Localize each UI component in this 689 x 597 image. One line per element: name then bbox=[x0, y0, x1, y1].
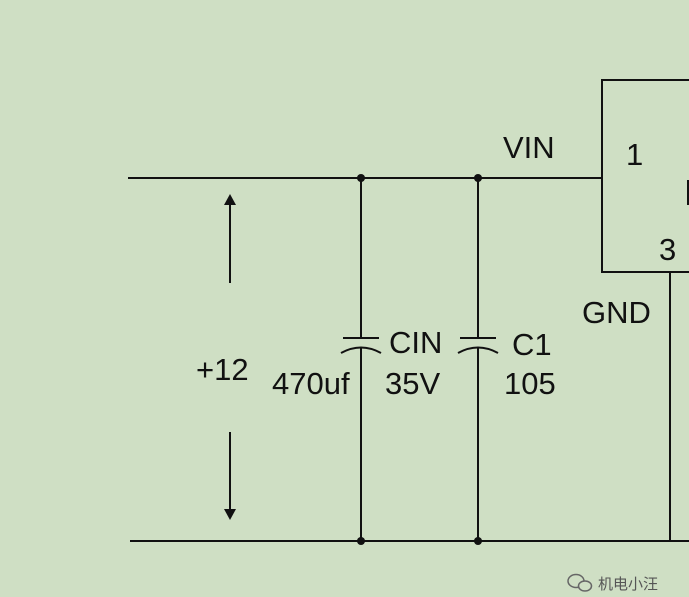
voltage-arrow-up-head bbox=[224, 194, 236, 205]
ic-pin1-label: 1 bbox=[626, 137, 643, 172]
junction-dot-cin-top bbox=[357, 174, 365, 182]
junction-dot-c1-top bbox=[474, 174, 482, 182]
gnd-label: GND bbox=[582, 295, 651, 330]
voltage-arrow-down-head bbox=[224, 509, 236, 520]
cin-rating-label: 35V bbox=[385, 366, 440, 401]
ic-pin3-label: 3 bbox=[659, 232, 676, 267]
vin-label: VIN bbox=[503, 130, 555, 165]
ic-block bbox=[601, 79, 689, 273]
cin-name-label: CIN bbox=[389, 325, 442, 360]
c1-value-label: 105 bbox=[504, 366, 556, 401]
watermark-text: 机电小汪 bbox=[598, 575, 658, 593]
junction-dot-c1-bottom bbox=[474, 537, 482, 545]
wechat-icon bbox=[567, 573, 593, 592]
cin-value-label: 470uf bbox=[272, 366, 350, 401]
voltage-label: +12 bbox=[196, 352, 249, 387]
junction-dot-cin-bottom bbox=[357, 537, 365, 545]
c1-name-label: C1 bbox=[512, 327, 552, 362]
